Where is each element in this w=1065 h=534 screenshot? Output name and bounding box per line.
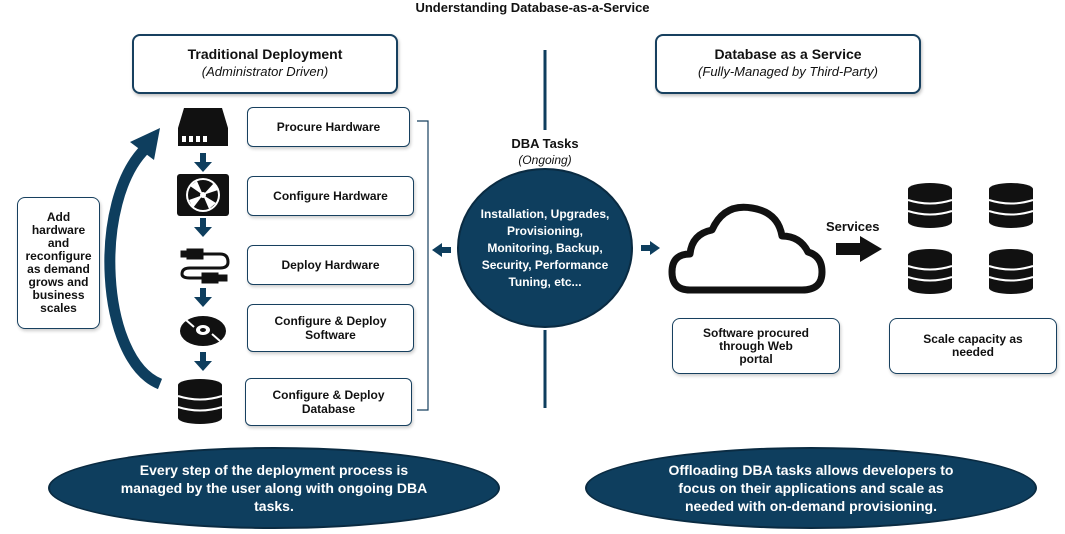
disc-icon: [180, 316, 226, 346]
step-configure-deploy-software: Configure & Deploy Software: [247, 304, 414, 352]
scale-capacity-box: Scale capacity as needed: [889, 318, 1057, 374]
database-icon-4: [988, 249, 1034, 294]
arrow-right: [641, 241, 660, 255]
step-deploy-hardware: Deploy Hardware: [247, 245, 414, 285]
traditional-deployment-header: Traditional Deployment (Administrator Dr…: [132, 34, 398, 94]
fan-icon: [177, 174, 229, 216]
hard-drive-icon: [178, 108, 228, 146]
dba-tasks-subtitle: (Ongoing): [518, 153, 572, 167]
cable-icon: [180, 248, 230, 284]
traditional-summary-text: Every step of the deployment process is …: [120, 462, 428, 514]
daas-header-title: Database as a Service: [714, 46, 862, 62]
web-portal-box: Software procured through Web portal: [672, 318, 840, 374]
step-configure-deploy-database: Configure & Deploy Database: [245, 378, 412, 426]
traditional-header-title: Traditional Deployment: [187, 46, 343, 62]
dba-tasks-ellipse: Installation, Upgrades, Provisioning, Mo…: [457, 168, 633, 328]
step-configure-hardware: Configure Hardware: [247, 176, 414, 216]
daas-summary-text: Offloading DBA tasks allows developers t…: [668, 462, 954, 514]
traditional-summary-ellipse: Every step of the deployment process is …: [48, 447, 500, 529]
scale-note: Add hardware and reconfigure as demand g…: [17, 197, 100, 329]
database-stack-icons: [907, 183, 1034, 294]
daas-header: Database as a Service (Fully-Managed by …: [655, 34, 921, 94]
dba-tasks-title: DBA Tasks: [511, 136, 579, 151]
step-procure-hardware: Procure Hardware: [247, 107, 410, 147]
database-icon-2: [988, 183, 1034, 228]
database-icon-1: [907, 183, 953, 228]
database-icon-3: [907, 249, 953, 294]
diagram-title: Understanding Database-as-a-Service: [415, 0, 650, 15]
traditional-header-subtitle: (Administrator Driven): [201, 64, 329, 79]
arrow-left: [432, 243, 451, 257]
services-arrow: [836, 236, 882, 262]
cloud-icon: [668, 203, 826, 294]
database-icon: [177, 379, 223, 424]
reconfigure-loop-arrow: [104, 128, 163, 390]
dba-tasks-list: Installation, Upgrades, Provisioning, Mo…: [480, 206, 610, 289]
daas-summary-ellipse: Offloading DBA tasks allows developers t…: [585, 447, 1037, 529]
steps-bracket: [417, 120, 429, 411]
services-label: Services: [826, 219, 880, 234]
step-down-arrows: [194, 153, 212, 371]
daas-header-subtitle: (Fully-Managed by Third-Party): [698, 64, 878, 79]
